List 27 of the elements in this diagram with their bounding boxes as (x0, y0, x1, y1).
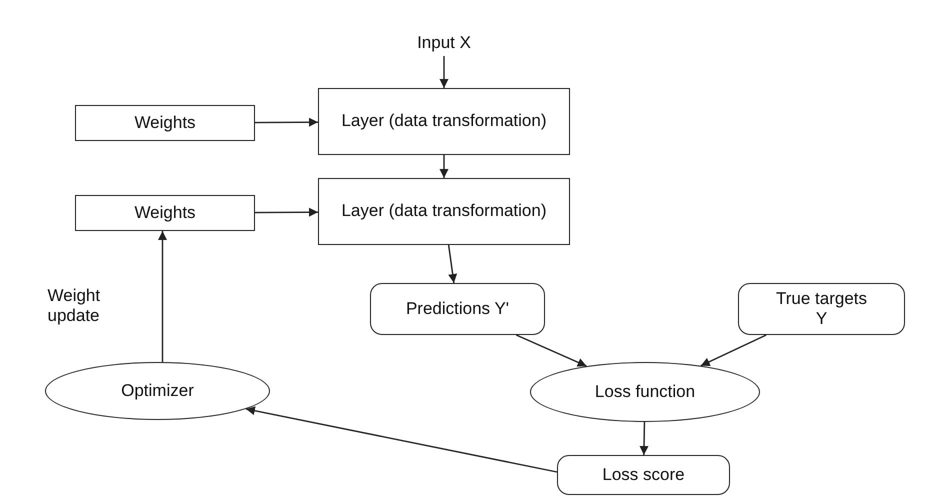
node-text: Loss function (594, 382, 696, 402)
node-text: Layer (data transformation) (341, 201, 547, 222)
arrow (440, 56, 448, 88)
process-box (318, 178, 570, 245)
node-text: Weights (134, 202, 196, 224)
node-text: Loss score (602, 464, 685, 486)
rounded-box (738, 283, 905, 335)
arrow (516, 334, 587, 367)
rounded-box (370, 283, 545, 335)
node-text: True targets Y (774, 288, 868, 330)
arrow (440, 155, 448, 178)
rounded-box (557, 455, 730, 495)
arrow (255, 118, 318, 127)
arrow (448, 244, 458, 284)
arrow (158, 231, 167, 362)
process-box (75, 105, 255, 141)
node-text: Layer (data transformation) (341, 111, 547, 132)
process-box (75, 195, 255, 231)
arrow (700, 334, 766, 366)
arrow (246, 406, 558, 473)
node-text: Weights (134, 112, 196, 134)
node-text: Predictions Y' (406, 298, 510, 320)
arrow (255, 208, 318, 217)
arrow (640, 422, 649, 456)
node-text: Input X (417, 32, 471, 54)
process-box (318, 88, 570, 155)
node-text: Optimizer (121, 380, 194, 402)
